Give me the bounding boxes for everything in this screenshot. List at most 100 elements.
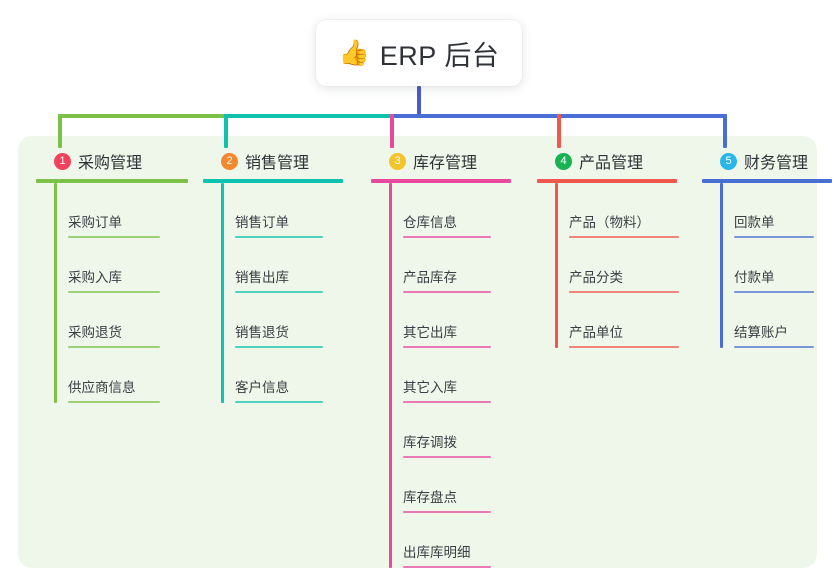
branch-title-label: 产品管理 <box>579 155 644 172</box>
branch-item-underline <box>403 401 491 403</box>
branch-index-badge: 3 <box>389 152 406 170</box>
branch-item-underline <box>235 291 323 293</box>
branch-item-list: 回款单付款单结算账户 <box>702 183 832 348</box>
branch-header-underline <box>537 179 677 183</box>
branch-header-5[interactable]: 5 财务管理 <box>702 148 832 174</box>
branch-spine <box>54 183 57 403</box>
branch-column-2: 2 销售管理销售订单销售出库销售退货客户信息 <box>203 148 343 403</box>
branch-header-underline <box>371 179 511 183</box>
branch-item-underline <box>403 456 491 458</box>
branch-item-underline <box>734 236 814 238</box>
branch-index-badge: 4 <box>555 152 572 170</box>
branch-index-badge: 5 <box>720 152 737 170</box>
root-node-erp-backend[interactable]: 👍 ERP 后台 <box>316 20 522 86</box>
branch-title-label: 库存管理 <box>413 155 478 172</box>
branch-header-underline <box>36 179 188 183</box>
branch-item-list: 仓库信息产品库存其它出库其它入库库存调拨库存盘点出库库明细 <box>371 183 511 568</box>
branch-item[interactable]: 采购退货 <box>54 293 188 348</box>
branch-item-underline <box>235 236 323 238</box>
branch-header-4[interactable]: 4 产品管理 <box>537 148 679 174</box>
connector-stub-column-1 <box>58 114 62 148</box>
branch-item[interactable]: 其它出库 <box>389 293 511 348</box>
branch-item-list: 采购订单采购入库采购退货供应商信息 <box>36 183 188 403</box>
branch-item[interactable]: 库存调拨 <box>389 403 511 458</box>
branch-item[interactable]: 产品（物料） <box>555 183 679 238</box>
connector-horizontal-segment-1 <box>58 114 226 118</box>
diagram-background-panel <box>18 136 817 568</box>
branch-item-underline <box>403 511 491 513</box>
thumbs-up-icon: 👍 <box>338 38 370 67</box>
branch-index-badge: 2 <box>221 152 238 170</box>
branch-item-label: 销售订单 <box>235 215 289 230</box>
branch-item[interactable]: 销售出库 <box>221 238 343 293</box>
branch-item[interactable]: 出库库明细 <box>389 513 511 568</box>
branch-item[interactable]: 其它入库 <box>389 348 511 403</box>
branch-item-underline <box>569 236 679 238</box>
branch-item-label: 其它入库 <box>403 380 457 395</box>
connector-stub-column-3 <box>390 114 394 148</box>
branch-item-underline <box>235 346 323 348</box>
branch-item-label: 仓库信息 <box>403 215 457 230</box>
branch-item-label: 库存调拨 <box>403 435 457 450</box>
branch-item-underline <box>734 346 814 348</box>
branch-item-label: 采购订单 <box>68 215 122 230</box>
branch-item-underline <box>68 401 160 403</box>
branch-item-underline <box>569 346 679 348</box>
branch-item-underline <box>235 401 323 403</box>
branch-item-label: 供应商信息 <box>68 380 136 395</box>
branch-spine <box>555 183 558 348</box>
branch-title-label: 销售管理 <box>245 155 310 172</box>
branch-item[interactable]: 销售订单 <box>221 183 343 238</box>
connector-horizontal-segment-2 <box>224 114 392 118</box>
branch-header-underline <box>702 179 832 183</box>
branch-item[interactable]: 结算账户 <box>720 293 832 348</box>
branch-title-label: 财务管理 <box>744 155 809 172</box>
branch-item[interactable]: 销售退货 <box>221 293 343 348</box>
branch-item-label: 销售退货 <box>235 325 289 340</box>
branch-item-underline <box>403 566 491 568</box>
connector-stub-column-2 <box>224 114 228 148</box>
branch-item-label: 采购退货 <box>68 325 122 340</box>
branch-header-underline <box>203 179 343 183</box>
branch-item-label: 付款单 <box>734 270 775 285</box>
branch-item[interactable]: 库存盘点 <box>389 458 511 513</box>
branch-item[interactable]: 付款单 <box>720 238 832 293</box>
branch-item-underline <box>68 291 160 293</box>
branch-item[interactable]: 产品分类 <box>555 238 679 293</box>
branch-item-label: 结算账户 <box>734 325 788 340</box>
branch-header-2[interactable]: 2 销售管理 <box>203 148 343 174</box>
branch-item[interactable]: 回款单 <box>720 183 832 238</box>
branch-item[interactable]: 采购订单 <box>54 183 188 238</box>
branch-item[interactable]: 客户信息 <box>221 348 343 403</box>
branch-item-label: 采购入库 <box>68 270 122 285</box>
branch-item-underline <box>403 236 491 238</box>
branch-item-underline <box>68 346 160 348</box>
branch-item-list: 销售订单销售出库销售退货客户信息 <box>203 183 343 403</box>
branch-item-label: 回款单 <box>734 215 775 230</box>
branch-spine <box>389 183 392 568</box>
branch-column-5: 5 财务管理回款单付款单结算账户 <box>702 148 832 348</box>
branch-item[interactable]: 产品单位 <box>555 293 679 348</box>
branch-item[interactable]: 采购入库 <box>54 238 188 293</box>
branch-item-label: 产品分类 <box>569 270 623 285</box>
branch-column-3: 3 库存管理仓库信息产品库存其它出库其它入库库存调拨库存盘点出库库明细 <box>371 148 511 568</box>
branch-header-3[interactable]: 3 库存管理 <box>371 148 511 174</box>
branch-item-underline <box>68 236 160 238</box>
branch-item[interactable]: 产品库存 <box>389 238 511 293</box>
connector-stub-column-4 <box>557 114 561 148</box>
branch-spine <box>221 183 224 403</box>
branch-spine <box>720 183 723 348</box>
branch-item-label: 产品（物料） <box>569 215 650 230</box>
connector-trunk-vertical <box>417 86 421 118</box>
branch-item-label: 其它出库 <box>403 325 457 340</box>
connector-stub-column-5 <box>723 114 727 148</box>
branch-item-underline <box>403 291 491 293</box>
branch-item-label: 产品单位 <box>569 325 623 340</box>
branch-item[interactable]: 供应商信息 <box>54 348 188 403</box>
branch-item-label: 产品库存 <box>403 270 457 285</box>
branch-item[interactable]: 仓库信息 <box>389 183 511 238</box>
root-node-label: ERP 后台 <box>379 40 500 71</box>
